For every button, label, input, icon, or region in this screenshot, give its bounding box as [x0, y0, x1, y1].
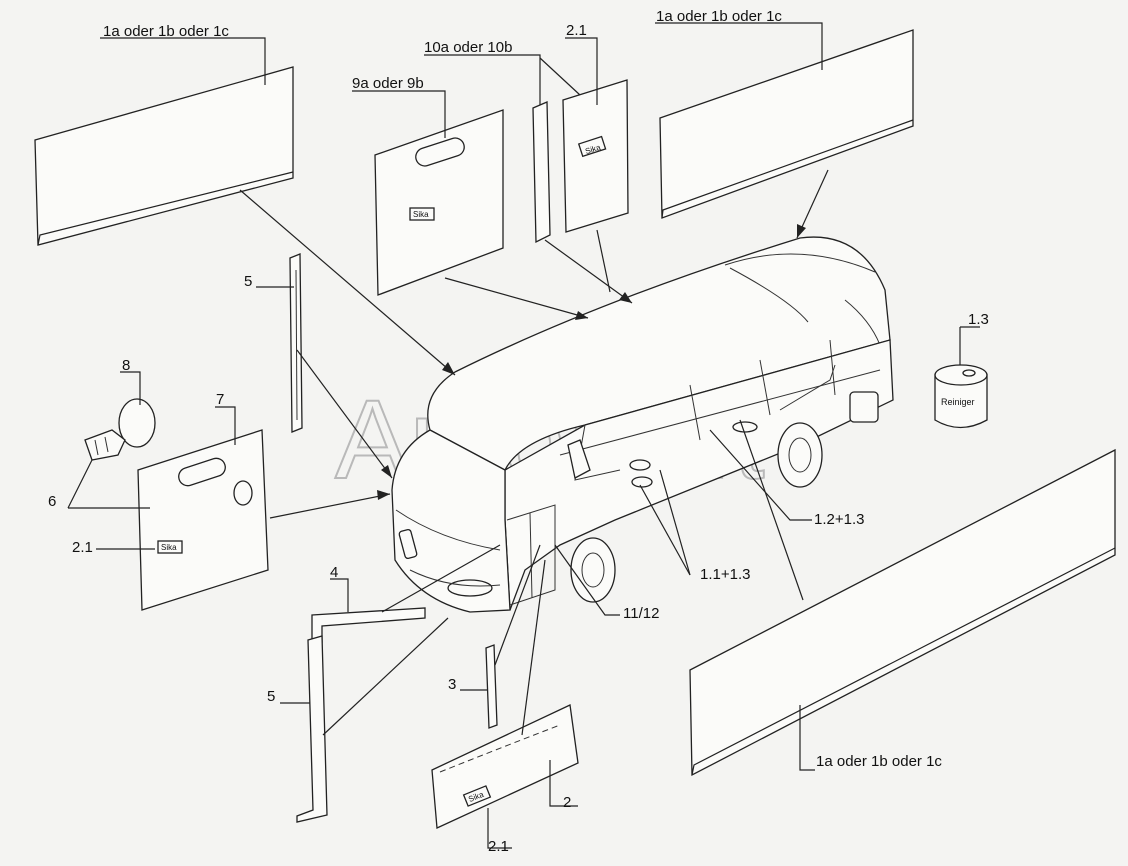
- sika-sticker: Sika: [462, 785, 492, 807]
- window-post-2: [759, 359, 771, 416]
- label-ref-2-1-left: 2.1: [72, 539, 93, 556]
- rear-wheel: [777, 422, 823, 488]
- svg-text:Sika: Sika: [413, 210, 429, 219]
- panel-7-hole: [233, 480, 253, 506]
- window-post-1: [689, 384, 701, 441]
- panel-flange-top-left: [37, 171, 294, 246]
- label-ref-2-1-top: 2.1: [566, 22, 587, 39]
- panel-7-handle: [178, 457, 226, 487]
- headlight-left: [398, 528, 418, 560]
- label-ref-8: 8: [122, 357, 130, 374]
- fuel-cap-8: [118, 398, 156, 448]
- label-ref-6: 6: [48, 493, 56, 510]
- bus: [391, 236, 894, 613]
- label-panel-top-right: 1a oder 1b oder 1c: [656, 8, 782, 25]
- label-ref-2: 2: [563, 794, 571, 811]
- label-ref-1-3: 1.3: [968, 311, 989, 328]
- hinge-6: [84, 429, 126, 461]
- strip-5-bottom: [296, 635, 328, 823]
- front-side-window: [567, 439, 591, 479]
- leader-lines: [67, 22, 980, 849]
- side-logo-3: [732, 421, 758, 433]
- panel-9-handle: [415, 137, 465, 167]
- label-ref-1-2-1-3: 1.2+1.3: [814, 511, 864, 528]
- svg-text:Sika: Sika: [161, 543, 177, 552]
- label-panel-bottom-right: 1a oder 1b oder 1c: [816, 753, 942, 770]
- label-ref-3: 3: [448, 676, 456, 693]
- door-split: [529, 512, 533, 599]
- windscreen-bottom: [395, 509, 501, 551]
- label-ref-7: 7: [216, 391, 224, 408]
- bumper-line: [409, 569, 501, 587]
- rear-window: [849, 391, 879, 423]
- roof-hatch-rear: [844, 299, 881, 346]
- sika-sticker: Sika: [157, 540, 183, 554]
- side-logo-1: [629, 459, 651, 471]
- label-ref-9: 9a oder 9b: [352, 75, 424, 92]
- strip-10: [532, 101, 551, 244]
- stripe-line: [779, 364, 836, 411]
- belt-line: [559, 369, 881, 456]
- label-ref-4: 4: [330, 564, 338, 581]
- label-ref-2-1-bottom: 2.1: [488, 838, 509, 855]
- cover-panel-7: [137, 429, 269, 611]
- front-hub: [581, 552, 605, 588]
- cover-panel-9: [374, 109, 504, 296]
- can-label: Reiniger: [941, 397, 975, 407]
- strip-3: [485, 644, 498, 729]
- panel-flange-top-right: [661, 119, 914, 219]
- roof-hatch-front: [724, 253, 876, 273]
- window-post-3: [829, 339, 836, 396]
- headlight-right: [447, 579, 493, 597]
- label-ref-1-1-1-3: 1.1+1.3: [700, 566, 750, 583]
- roof-hatch-line: [729, 267, 809, 323]
- label-ref-5-top: 5: [244, 273, 252, 290]
- label-ref-11-12: 11/12: [623, 605, 659, 622]
- side-panel-top-left: [34, 66, 294, 246]
- label-ref-10: 10a oder 10b: [424, 39, 512, 56]
- bus-front: [391, 429, 511, 613]
- label-panel-top-left: 1a oder 1b oder 1c: [103, 23, 229, 40]
- door: [506, 504, 556, 606]
- side-panel-top-right: [659, 29, 914, 219]
- rear-hub: [788, 437, 812, 473]
- panel-flange-bottom-right: [691, 547, 1116, 776]
- side-logo-2: [631, 476, 653, 488]
- label-ref-5-bottom: 5: [267, 688, 275, 705]
- front-wheel: [570, 537, 616, 603]
- side-panel-bottom-right: [689, 448, 1116, 777]
- panel-2-1-top: [562, 79, 629, 233]
- strip-4: [311, 607, 426, 643]
- cleaner-can: Reiniger: [934, 364, 988, 429]
- sika-sticker: Sika: [409, 207, 435, 221]
